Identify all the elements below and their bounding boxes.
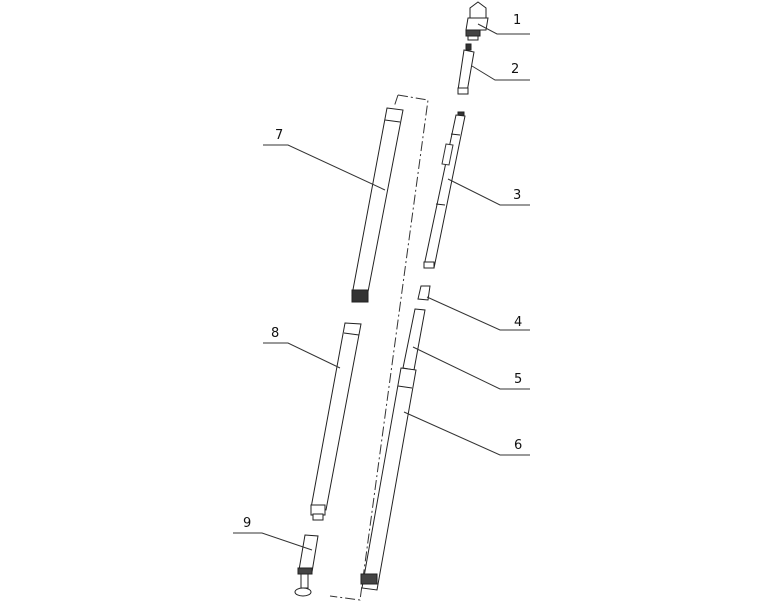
leader-lines (233, 23, 530, 551)
part-6-tube (360, 367, 417, 591)
part-label-1: 1 (513, 13, 522, 28)
part-4-coupling (417, 285, 431, 301)
part-label-8: 8 (271, 326, 280, 341)
part-3-probe (423, 111, 466, 269)
part-9-plug (294, 534, 319, 597)
part-7-tube (351, 107, 404, 303)
part-label-5: 5 (514, 372, 523, 387)
part-5-rod (402, 308, 426, 371)
part-label-3: 3 (513, 188, 522, 203)
part-8-tube (310, 322, 362, 521)
part-label-6: 6 (514, 438, 523, 453)
part-label-4: 4 (514, 315, 523, 330)
part-label-2: 2 (511, 62, 520, 77)
part-2-connector (457, 43, 475, 95)
part-label-7: 7 (275, 128, 284, 143)
part-label-9: 9 (243, 516, 252, 531)
part-1-cone (465, 1, 489, 41)
centerline-frame (329, 94, 429, 601)
